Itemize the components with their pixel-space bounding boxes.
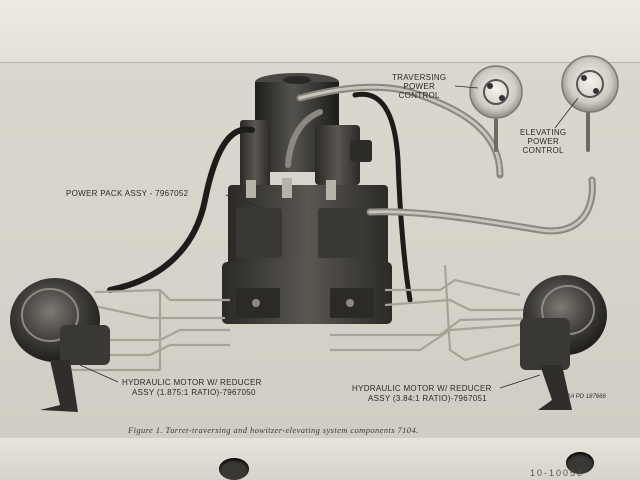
ra-reference-tag: RA PD 187666: [566, 394, 606, 400]
top-page-edge: [0, 0, 640, 63]
power-pack: [222, 73, 392, 324]
right-motor-label-line2: ASSY (3.84:1 RATIO)-7967051: [368, 394, 487, 403]
binder-hole: [219, 458, 249, 480]
leader-lines: [79, 85, 579, 389]
page-edge-marking: 10-10053: [530, 468, 585, 478]
left-hydraulic-motor: [10, 278, 110, 412]
left-motor-label-line2: ASSY (1.875:1 RATIO)-7967050: [132, 388, 256, 397]
left-motor-label-line1: HYDRAULIC MOTOR W/ REDUCER: [122, 378, 262, 387]
binder-hole: [566, 452, 594, 474]
elevating-power-control-label: ELEVATING POWER CONTROL: [520, 128, 567, 155]
hydraulic-tubing: [70, 264, 541, 372]
elevating-power-control-image: [561, 55, 619, 113]
hydraulic-hoses: [107, 83, 596, 303]
traversing-power-control-image: [469, 65, 523, 119]
figure-caption: Figure 1. Turret-traversing and howitzer…: [128, 425, 419, 435]
power-pack-label: POWER PACK ASSY - 7967052: [66, 189, 189, 198]
bottom-page-edge: [0, 438, 640, 480]
traversing-power-control-label: TRAVERSING POWER CONTROL: [392, 73, 447, 100]
right-hydraulic-motor: [520, 275, 607, 410]
right-motor-label-line1: HYDRAULIC MOTOR W/ REDUCER: [352, 384, 492, 393]
